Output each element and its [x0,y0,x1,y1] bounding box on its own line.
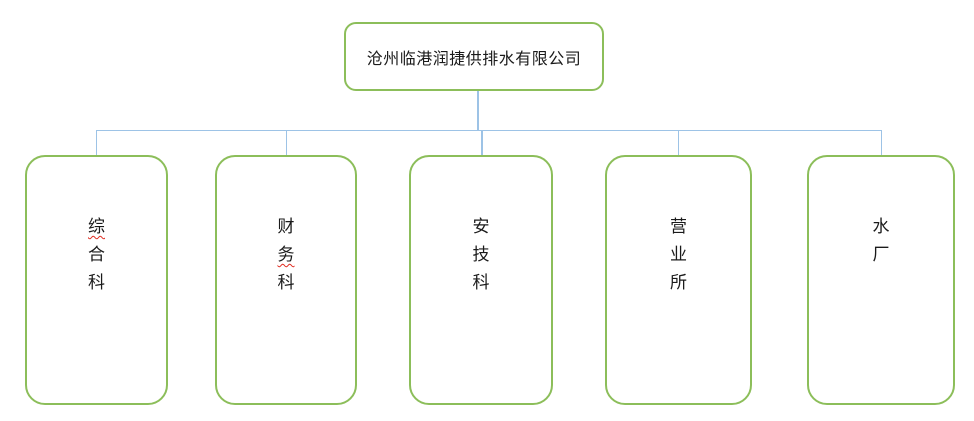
dept-label-char: 营 [670,217,687,237]
org-root-label: 沧州临港润捷供排水有限公司 [366,48,582,68]
dept-label-char: 科 [88,273,105,293]
connector-horizontal [96,130,882,131]
dept-label-char: 业 [670,245,687,265]
connector-drop-2 [286,130,287,155]
dept-label-char: 水 [872,217,890,237]
connector-trunk [477,91,479,130]
dept-label-char: 务 [277,245,295,265]
org-node-shui-chang: 水 厂 [807,155,955,405]
org-root-box: 沧州临港润捷供排水有限公司 [344,22,604,91]
org-node-zonghe-ke: 综 合 科 [25,155,168,405]
dept-label-char: 财 [277,217,295,237]
dept-label-char: 科 [472,273,490,293]
connector-drop-3 [481,130,483,155]
dept-label-char: 科 [277,273,295,293]
connector-drop-1 [96,130,97,155]
org-node-anji-ke: 安 技 科 [409,155,553,405]
dept-label-char: 厂 [872,245,890,265]
org-node-caiwu-ke: 财 务 科 [215,155,357,405]
dept-label-char: 安 [472,217,490,237]
dept-label-char: 所 [670,273,687,293]
connector-drop-4 [678,130,679,155]
org-node-yingye-suo: 营 业 所 [605,155,752,405]
dept-label-char: 合 [88,245,105,265]
dept-label-char: 综 [88,217,105,237]
connector-drop-5 [881,130,882,155]
dept-label-char: 技 [472,245,490,265]
